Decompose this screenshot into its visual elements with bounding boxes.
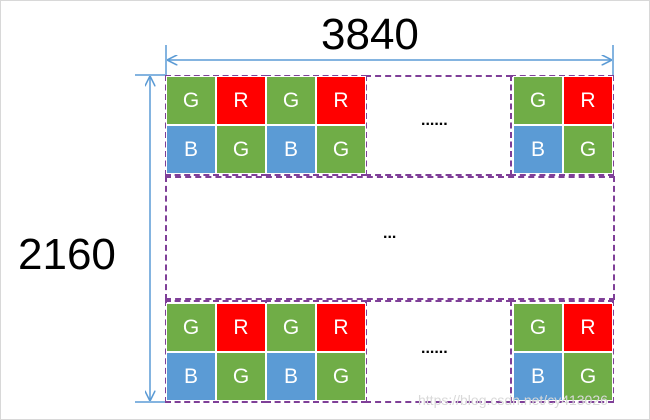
- bayer-cell-green: G: [216, 352, 266, 401]
- bayer-cell-red: R: [216, 76, 266, 125]
- bayer-cell-green: G: [316, 352, 366, 401]
- bayer-cell-green: G: [216, 125, 266, 174]
- bayer-cell-green: G: [266, 303, 316, 352]
- bayer-cell-red: R: [316, 76, 366, 125]
- bayer-cell-red: R: [563, 76, 613, 125]
- bayer-cell-blue: B: [513, 352, 563, 401]
- dashed-group: [510, 300, 614, 403]
- bayer-cell-red: R: [563, 303, 613, 352]
- bayer-cell-red: R: [316, 303, 366, 352]
- watermark: https://blog.csdn.net/cy413026: [418, 392, 608, 408]
- row-ellipsis: ......: [421, 340, 448, 357]
- bayer-cell-green: G: [513, 303, 563, 352]
- middle-ellipsis: ...: [383, 225, 397, 242]
- bayer-cell-blue: B: [513, 125, 563, 174]
- bayer-cell-green: G: [166, 76, 216, 125]
- bayer-cell-blue: B: [166, 125, 216, 174]
- bayer-cell-green: G: [316, 125, 366, 174]
- height-label: 2160: [18, 230, 116, 279]
- bayer-cell-blue: B: [266, 352, 316, 401]
- row-ellipsis: ......: [421, 112, 448, 129]
- bayer-cell-green: G: [266, 76, 316, 125]
- bayer-cell-red: R: [216, 303, 266, 352]
- bayer-cell-green: G: [166, 303, 216, 352]
- width-label: 3840: [321, 10, 419, 59]
- bayer-cell-green: G: [563, 125, 613, 174]
- middle-ellipsis-box: [165, 176, 615, 300]
- bayer-cell-green: G: [513, 76, 563, 125]
- bayer-cell-green: G: [563, 352, 613, 401]
- bayer-cell-blue: B: [166, 352, 216, 401]
- bayer-cell-blue: B: [266, 125, 316, 174]
